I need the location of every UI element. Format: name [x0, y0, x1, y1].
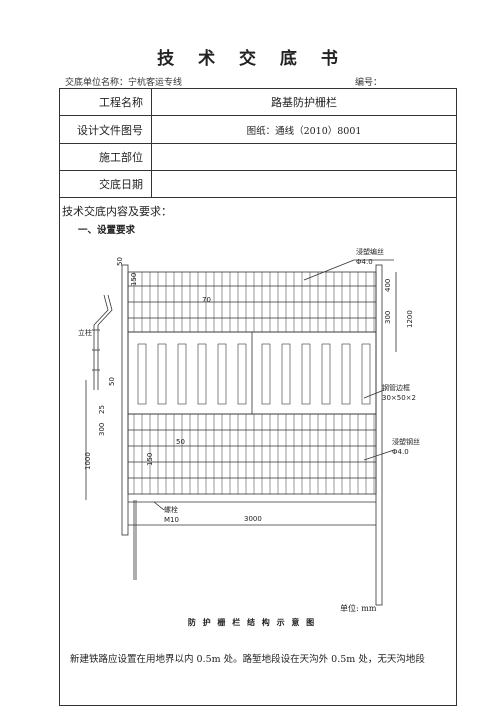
- issuing-unit: 交底单位名称：宁杭客运专线: [65, 78, 183, 88]
- panel-slot: [321, 343, 331, 405]
- label-d50a: 50: [116, 257, 124, 266]
- disclosure-table: 工程名称 路基防护栅栏 设计文件图号 图纸：通线（2010）8001 施工部位 …: [59, 88, 457, 706]
- panel-slot: [137, 343, 147, 405]
- document-number-label: 编号：: [355, 78, 383, 88]
- label-bolt-spec: M10: [164, 516, 179, 524]
- label-wire-top: 浸塑编丝: [356, 247, 384, 256]
- drawing-caption: 防 护 栅 栏 结 构 示 意 图: [187, 617, 317, 627]
- section-title: 一、设置要求: [78, 225, 136, 236]
- panel-slot: [281, 343, 291, 405]
- label-span: 3000: [244, 515, 262, 523]
- row-drawing-number: 设计文件图号 图纸：通线（2010）8001: [60, 116, 456, 144]
- project-name-value: 路基防护栅栏: [271, 96, 337, 109]
- requirements-label: 技术交底内容及要求：: [62, 205, 172, 218]
- document-title: 技 术 交 底 书: [157, 49, 347, 69]
- label-d300l: 300: [98, 423, 106, 436]
- label-frame: 钢管边框: [382, 383, 410, 392]
- bracket-outline: [93, 294, 109, 390]
- label-d50b: 50: [108, 377, 116, 386]
- label-d70: 70: [202, 296, 211, 304]
- left-post: [121, 264, 129, 536]
- panel-slot: [341, 343, 351, 405]
- label-frame-spec: 30×50×2: [382, 394, 416, 402]
- panel-slot: [177, 343, 187, 405]
- panel-slot: [301, 343, 311, 405]
- label-wire-bottom-spec: Φ4.0: [392, 448, 409, 456]
- row-disclosure-date: 交底日期: [60, 171, 456, 198]
- label-d25: 25: [98, 405, 106, 414]
- disclosure-date-label: 交底日期: [60, 171, 152, 197]
- label-d150b: 150: [146, 453, 154, 466]
- panel-slot: [237, 343, 247, 405]
- construction-part-value: [152, 144, 456, 170]
- drawing-number-label: 设计文件图号: [60, 116, 152, 143]
- project-name-label: 工程名称: [60, 89, 152, 115]
- bottom-mesh-panel: [127, 413, 377, 495]
- panel-slot: [157, 343, 167, 405]
- label-d50c: 50: [176, 438, 185, 446]
- label-bolt: 螺栓: [164, 505, 178, 514]
- panel-slot: [217, 343, 227, 405]
- label-height-top: 1200: [406, 310, 414, 328]
- label-post: 立柱: [78, 328, 92, 337]
- drawing-number-value: 图纸：通线（2010）8001: [246, 125, 362, 137]
- label-d150: 150: [130, 273, 138, 286]
- panel-slot: [197, 343, 207, 405]
- disclosure-date-value: [152, 171, 456, 197]
- fence-structure-drawing: 浸塑编丝 Φ4.0 钢管边框 30×50×2 浸塑钢丝 Φ4.0 螺栓 M10 …: [78, 247, 420, 606]
- right-post: [375, 264, 383, 606]
- unit-note: 单位: mm: [340, 604, 377, 613]
- label-wire-bottom: 浸塑钢丝: [392, 437, 420, 446]
- label-height-left: 1000: [84, 452, 92, 470]
- label-d300r: 300: [384, 311, 392, 324]
- row-construction-part: 施工部位: [60, 144, 456, 171]
- row-project-name: 工程名称 路基防护栅栏: [60, 89, 456, 116]
- panel-slot: [261, 343, 271, 405]
- panel-slot: [361, 343, 371, 405]
- body-paragraph: 新建铁路应设置在用地界以内 0.5m 处。路堑地段设在天沟外 0.5m 处，无天…: [70, 654, 425, 665]
- label-wire-top-spec: Φ4.0: [356, 258, 373, 266]
- label-d400: 400: [384, 279, 392, 292]
- construction-part-label: 施工部位: [60, 144, 152, 170]
